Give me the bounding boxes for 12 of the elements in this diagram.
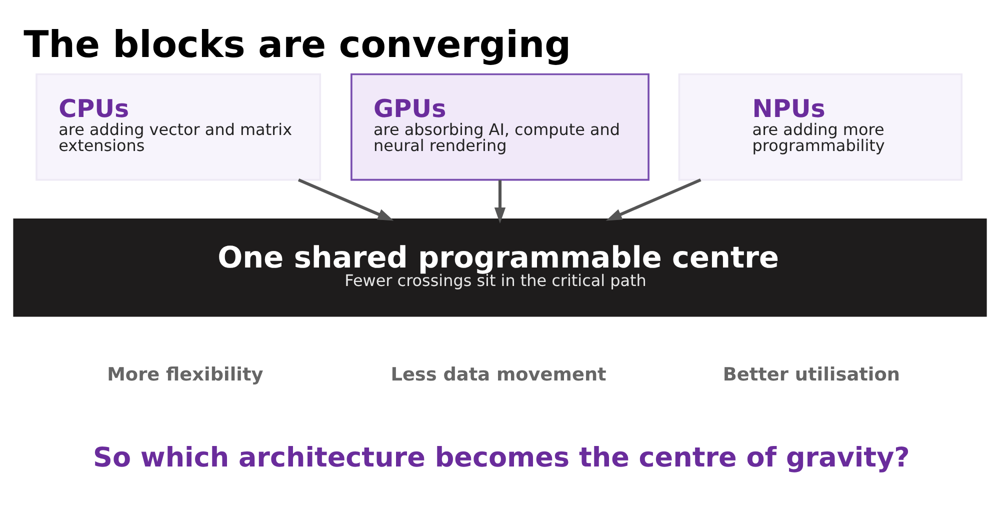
arrow: [298, 178, 394, 221]
arrow: [494, 180, 506, 224]
diagram-title: The blocks are converging: [24, 23, 572, 66]
node-box: One shared programmable centre Fewer crossings sit in the critical path: [13, 218, 987, 317]
node-box: GPUs are absorbing AI, compute and neural rendering: [350, 73, 650, 181]
arrow: [606, 178, 702, 221]
caption: So which architecture becomes the centre of gravity?: [93, 442, 910, 474]
node-box: NPUs are adding more programmability: [678, 73, 963, 181]
label: Better utilisation: [722, 364, 900, 386]
label: Less data movement: [390, 364, 606, 386]
node-box: CPUs are adding vector and matrix extensions: [36, 73, 322, 181]
label: More flexibility: [107, 364, 264, 386]
